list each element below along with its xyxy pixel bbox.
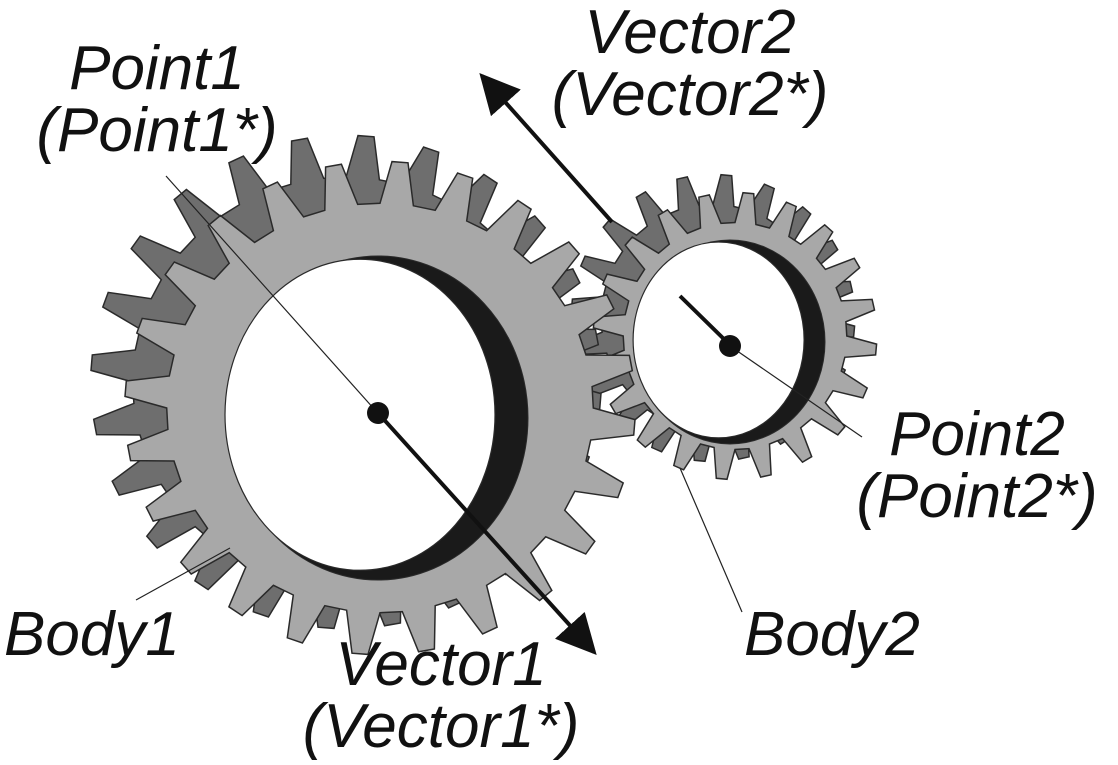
body2-label: Body2 <box>744 600 920 669</box>
point2-label-group: Point2 (Point2*) <box>836 404 1118 528</box>
body1-leader <box>135 547 231 601</box>
point1-label-group: Point1 (Point1*) <box>12 38 302 162</box>
vector1-label-group: Vector1 (Vector1*) <box>276 634 606 758</box>
vector1-label: Vector1 <box>335 630 547 699</box>
point2-leader <box>729 345 863 438</box>
point1-star-label: (Point1*) <box>36 96 278 165</box>
vector1-star-label: (Vector1*) <box>302 692 580 761</box>
body2-leader <box>679 467 743 613</box>
body1-label: Body1 <box>4 600 180 669</box>
point2-star-label: (Point2*) <box>856 462 1098 531</box>
vector2-arrow <box>479 73 614 224</box>
vector2-star-label: (Vector2*) <box>551 60 829 129</box>
vector2-axis-segment <box>678 294 732 347</box>
point1-dot <box>367 402 389 424</box>
body2-bore <box>632 241 805 439</box>
point2-dot <box>719 335 741 357</box>
body1-bore <box>224 258 496 571</box>
point2-label: Point2 <box>889 400 1065 469</box>
point1-leader <box>165 175 376 411</box>
vector2-label: Vector2 <box>584 0 796 67</box>
body1-gear <box>90 134 636 656</box>
point1-label: Point1 <box>69 34 245 103</box>
vector2-label-group: Vector2 (Vector2*) <box>520 2 860 126</box>
vector1-arrow <box>376 411 597 655</box>
